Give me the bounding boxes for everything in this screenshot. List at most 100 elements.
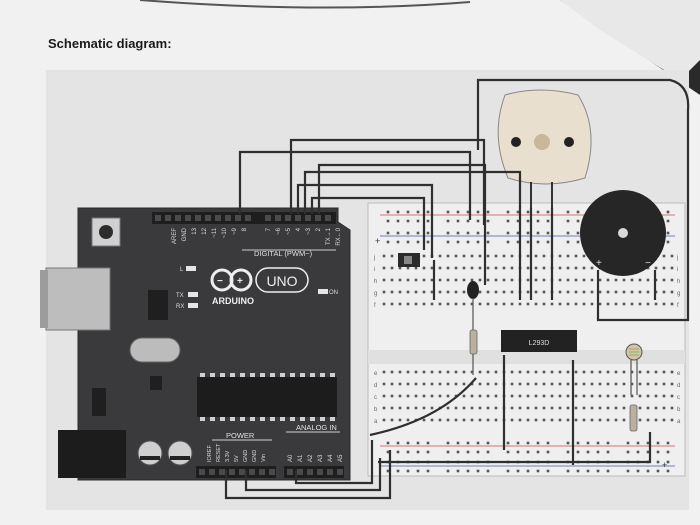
hole xyxy=(406,278,410,282)
row-letter: a xyxy=(677,419,681,425)
hole xyxy=(526,394,530,398)
mcu-pin xyxy=(320,417,325,421)
hole xyxy=(518,418,522,422)
hole xyxy=(494,290,498,294)
hole xyxy=(590,370,594,374)
rail-hole xyxy=(396,240,400,244)
rail-plus-label: + xyxy=(375,236,380,246)
led xyxy=(467,281,479,299)
rail-hole xyxy=(536,219,540,223)
rail-hole xyxy=(446,450,450,454)
hole xyxy=(486,382,490,386)
hole xyxy=(438,266,442,270)
hole xyxy=(382,290,386,294)
hole xyxy=(574,394,578,398)
wire-14 xyxy=(224,450,392,500)
hole xyxy=(646,290,650,294)
rail-hole xyxy=(476,441,480,445)
rail-hole xyxy=(446,469,450,473)
rail-hole xyxy=(466,231,470,235)
hole xyxy=(406,406,410,410)
hole xyxy=(574,278,578,282)
paper-edge xyxy=(139,0,471,9)
power-jack xyxy=(58,430,126,478)
hole xyxy=(422,382,426,386)
hole xyxy=(590,278,594,282)
reset-button-cap xyxy=(99,225,113,239)
hole xyxy=(518,370,522,374)
hole xyxy=(478,370,482,374)
row-letter: b xyxy=(677,407,681,413)
hole xyxy=(614,290,618,294)
wire-3 xyxy=(296,183,434,258)
hole xyxy=(526,278,530,282)
header-pin xyxy=(297,469,303,475)
hole xyxy=(622,290,626,294)
digital-pin-label: AREF xyxy=(172,228,178,244)
mcu-pin xyxy=(310,373,315,377)
rail-hole xyxy=(426,240,430,244)
header-pin xyxy=(205,215,211,221)
hole xyxy=(582,278,586,282)
mcu-pin xyxy=(280,373,285,377)
hole xyxy=(470,254,474,258)
hole xyxy=(558,418,562,422)
hole xyxy=(446,302,450,306)
hole xyxy=(622,370,626,374)
hole xyxy=(574,418,578,422)
hole xyxy=(470,394,474,398)
rail-hole xyxy=(596,450,600,454)
hole xyxy=(462,382,466,386)
voltage-regulator xyxy=(92,388,106,416)
hole xyxy=(494,302,498,306)
hole xyxy=(398,418,402,422)
rail-hole xyxy=(406,240,410,244)
digital-pwm-label: DIGITAL (PWM~) xyxy=(254,249,313,258)
hole xyxy=(438,278,442,282)
svg-text:+: + xyxy=(237,276,243,287)
rail-hole xyxy=(396,450,400,454)
rail-hole xyxy=(466,441,470,445)
mcu-pin xyxy=(300,417,305,421)
hole xyxy=(382,278,386,282)
rail-hole xyxy=(456,469,460,473)
rail-hole xyxy=(546,219,550,223)
hole xyxy=(510,382,514,386)
row-letter: e xyxy=(677,371,681,377)
rail-hole xyxy=(406,441,410,445)
hole xyxy=(446,266,450,270)
hole xyxy=(614,394,618,398)
hole xyxy=(534,406,538,410)
hole xyxy=(566,382,570,386)
hole xyxy=(614,382,618,386)
hole xyxy=(550,302,554,306)
hole xyxy=(430,418,434,422)
row-letter: e xyxy=(374,371,378,377)
rail-hole xyxy=(576,210,580,214)
header-pin xyxy=(175,215,181,221)
buzzer-minus-label: − xyxy=(645,258,651,269)
rail-hole xyxy=(546,231,550,235)
digital-pin-label: TX→1 xyxy=(326,227,332,245)
hole xyxy=(582,382,586,386)
rail-hole xyxy=(656,441,660,445)
hole xyxy=(606,406,610,410)
hole xyxy=(630,394,634,398)
hole xyxy=(614,418,618,422)
rail-hole xyxy=(486,450,490,454)
hole xyxy=(494,394,498,398)
capacitor-2 xyxy=(167,440,193,466)
wire-18 xyxy=(378,432,652,464)
hole xyxy=(670,382,674,386)
hole xyxy=(542,382,546,386)
header-pin xyxy=(327,469,333,475)
hole xyxy=(494,370,498,374)
hole xyxy=(390,266,394,270)
mcu-pin xyxy=(290,373,295,377)
hole xyxy=(662,382,666,386)
l293d-chip-label: L293D xyxy=(529,340,550,347)
hole xyxy=(446,418,450,422)
hole xyxy=(670,418,674,422)
hole xyxy=(414,406,418,410)
